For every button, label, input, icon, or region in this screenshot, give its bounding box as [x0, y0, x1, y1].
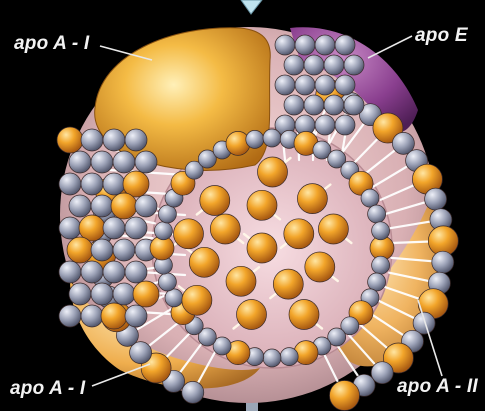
phospholipid-head [324, 95, 344, 115]
phospholipid-head [103, 217, 125, 239]
phospholipid-head [275, 75, 295, 95]
phospholipid-head [280, 348, 298, 366]
leader-apo-e [368, 36, 412, 58]
phospholipid-head [361, 189, 379, 207]
phospholipid-head [59, 217, 81, 239]
phospholipid-head [91, 239, 113, 261]
cholesterol-head [133, 281, 159, 307]
phospholipid-head [59, 305, 81, 327]
phospholipid-head [368, 205, 386, 223]
label-apo-a2: apo A - II [397, 376, 478, 398]
phospholipid-head [335, 75, 355, 95]
core-sphere [237, 300, 267, 330]
phospholipid-head [91, 151, 113, 173]
phospholipid-head [113, 151, 135, 173]
phospholipid-head [315, 35, 335, 55]
phospholipid-head [263, 349, 281, 367]
phospholipid-head [91, 283, 113, 305]
phospholipid-head [344, 95, 364, 115]
phospholipid-head [81, 305, 103, 327]
phospholipid-head [69, 195, 91, 217]
phospholipid-head [59, 261, 81, 283]
phospholipid-head [165, 289, 183, 307]
phospholipid-head [69, 283, 91, 305]
cholesterol-head [57, 127, 83, 153]
phospholipid-head [372, 256, 390, 274]
phospholipid-head [284, 95, 304, 115]
phospholipid-head [284, 55, 304, 75]
phospholipid-head [135, 195, 157, 217]
core-sphere [182, 285, 212, 315]
phospholipid-head [125, 261, 147, 283]
core-sphere [200, 186, 230, 216]
core-sphere [284, 219, 314, 249]
phospholipid-top-cluster [275, 35, 364, 135]
core-sphere [174, 219, 204, 249]
phospholipid-head [335, 115, 355, 135]
label-apo-a1-bottom: apo A - I [10, 378, 85, 400]
phospholipid-head [81, 173, 103, 195]
core-sphere [258, 157, 288, 187]
phospholipid-head [103, 173, 125, 195]
core-sphere [247, 190, 277, 220]
phospholipid-head [81, 129, 103, 151]
phospholipid-head [69, 151, 91, 173]
phospholipid-head [315, 115, 335, 135]
down-triangle-icon [241, 0, 262, 14]
phospholipid-head [295, 35, 315, 55]
core-sphere [210, 214, 240, 244]
core-sphere [273, 269, 303, 299]
phospholipid-head [246, 130, 264, 148]
phospholipid-head [113, 239, 135, 261]
phospholipid-head [125, 217, 147, 239]
phospholipid-head [158, 273, 176, 291]
core-sphere [226, 266, 256, 296]
phospholipid-head [304, 55, 324, 75]
phospholipid-head [125, 305, 147, 327]
phospholipid-head [182, 381, 204, 403]
phospholipid-head [344, 55, 364, 75]
phospholipid-head [135, 151, 157, 173]
label-apo-e: apo E [415, 25, 468, 47]
phospholipid-head [432, 251, 454, 273]
core-sphere [318, 214, 348, 244]
phospholipid-head [335, 35, 355, 55]
core-sphere [189, 247, 219, 277]
phospholipid-head [371, 362, 393, 384]
cholesterol-head [111, 193, 137, 219]
phospholipid-head [125, 129, 147, 151]
phospholipid-head [368, 273, 386, 291]
phospholipid-head [324, 55, 344, 75]
phospholipid-head [263, 129, 281, 147]
cholesterol-head [67, 237, 93, 263]
phospholipid-head [158, 205, 176, 223]
phospholipid-head [113, 283, 135, 305]
cholesterol-head [330, 381, 360, 411]
phospholipid-head [295, 75, 315, 95]
core-sphere [247, 233, 277, 263]
phospholipid-head [91, 195, 113, 217]
phospholipid-head [59, 173, 81, 195]
phospholipid-head [81, 261, 103, 283]
core-sphere [297, 184, 327, 214]
phospholipid-head [103, 129, 125, 151]
phospholipid-head [425, 188, 447, 210]
core-sphere [289, 300, 319, 330]
phospholipid-left-cluster [57, 127, 159, 329]
cholesterol-head [101, 303, 127, 329]
phospholipid-head [304, 95, 324, 115]
core-sphere [305, 252, 335, 282]
phospholipid-head [315, 75, 335, 95]
phospholipid-head [154, 222, 172, 240]
phospholipid-head [103, 261, 125, 283]
label-apo-a1-top: apo A - I [14, 33, 89, 55]
phospholipid-head [372, 222, 390, 240]
phospholipid-head [275, 35, 295, 55]
